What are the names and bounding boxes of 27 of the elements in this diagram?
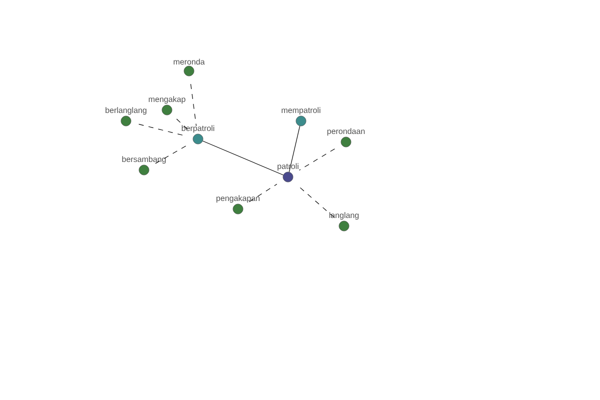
connector-line	[288, 126, 300, 172]
node-label: berpatroli	[182, 125, 214, 133]
term-node: perondaan	[327, 128, 365, 148]
term-node: berpatroli	[182, 125, 214, 144]
node-label: berlanglang	[106, 107, 146, 115]
connector-line	[202, 140, 284, 176]
node-label: bersambang	[122, 156, 166, 164]
node-label: mempatroli	[282, 107, 320, 115]
term-node: pengakapan	[216, 195, 260, 214]
term-node: langlang	[329, 212, 359, 232]
connector-line	[298, 185, 334, 218]
term-node: mengakap	[148, 96, 186, 116]
connector-line	[299, 148, 335, 170]
connector-line	[155, 145, 187, 164]
node-label: meronda	[174, 58, 205, 65]
node-label: perondaan	[327, 128, 365, 136]
connector-line	[248, 184, 278, 202]
term-node: berlanglang	[106, 107, 146, 126]
node-label: mengakap	[148, 96, 186, 104]
node-label: pengakapan	[216, 195, 260, 203]
term-node: meronda	[174, 58, 205, 76]
connector-line	[190, 84, 197, 126]
connector-line	[138, 124, 186, 136]
term-node: mempatroli	[282, 107, 320, 126]
term-node: bersambang	[122, 156, 166, 176]
node-label: langlang	[329, 212, 359, 220]
connector-line	[176, 118, 189, 130]
